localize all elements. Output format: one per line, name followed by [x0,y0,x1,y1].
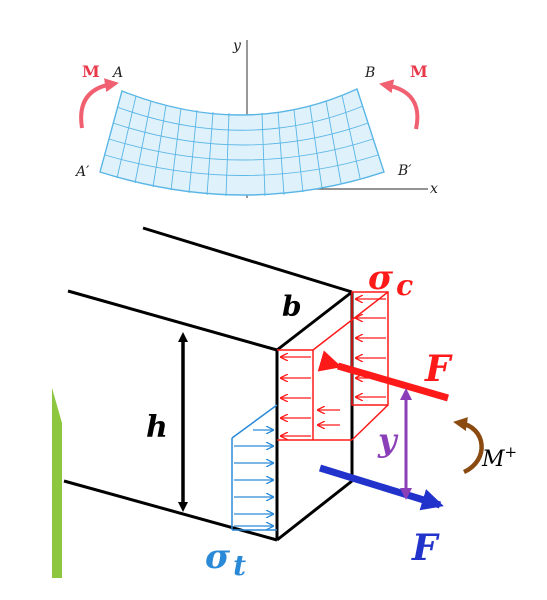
bent-beam-figure: y x [74,38,438,198]
y-axis-label: y [232,38,242,54]
moment-label-left: M [82,62,100,81]
moment-arrow [453,417,484,475]
height-label: h [146,410,168,445]
y-distance-label: y [377,421,399,459]
x-axis-label: x [430,181,438,197]
point-a-prime-label: A′ [74,164,90,180]
moment-label-right: M [410,62,428,81]
point-b-prime-label: B′ [397,163,412,179]
tension-force-arrow [318,464,444,511]
moment-arrow-left [79,78,119,129]
point-a-label: A [111,65,123,81]
side-accent-bar [52,388,62,578]
tension-stress-block [231,404,278,531]
point-b-label: B [364,65,375,81]
compression-force-arrow [317,350,449,402]
moment-positive-label: M+ [481,443,517,472]
compression-stress-block [277,291,389,441]
tension-force-label: F [411,527,440,569]
width-label: b [282,290,302,323]
moment-arrow-right [379,79,420,130]
beam-outline [63,226,354,542]
compression-force-label: F [424,348,453,390]
curved-beam-mesh [99,88,385,197]
